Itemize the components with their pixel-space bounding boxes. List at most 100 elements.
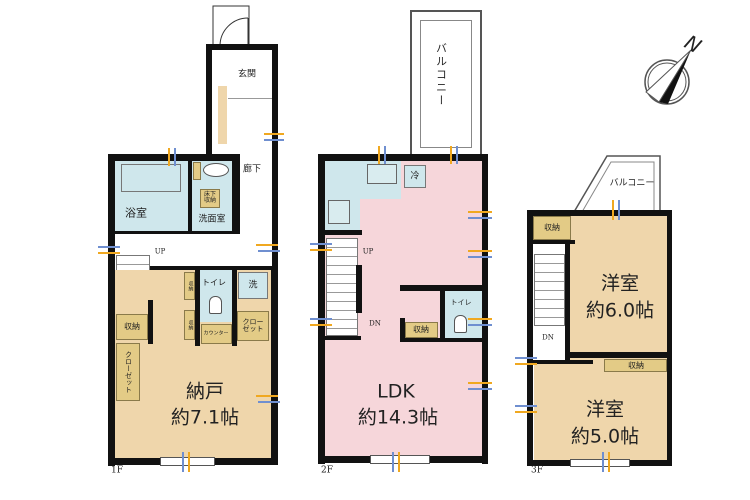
wall <box>400 338 482 342</box>
storage-area <box>184 272 195 300</box>
plan-element <box>420 20 472 148</box>
stairs <box>326 238 358 336</box>
light-arrow-icon <box>608 452 610 472</box>
storage-area <box>116 343 140 401</box>
wet-area-fixture <box>238 272 268 299</box>
wall <box>667 210 672 466</box>
wall <box>195 270 200 346</box>
wall <box>565 352 672 358</box>
light-arrow-icon <box>168 148 170 166</box>
wall <box>108 154 115 466</box>
light-arrow-icon <box>264 133 284 135</box>
label-storage-left: 収納 <box>124 322 140 331</box>
light-arrow-icon <box>612 200 614 220</box>
label-storage-3f-mid: 収納 <box>628 361 644 370</box>
plan-element <box>218 86 227 144</box>
light-arrow-icon <box>188 452 190 472</box>
label-toilet-1f: トイレ <box>202 278 226 287</box>
label-fridge: 冷 <box>410 171 420 182</box>
light-arrow-icon <box>256 244 278 246</box>
light-arrow-icon <box>468 318 492 320</box>
wall <box>325 230 362 235</box>
wall <box>482 154 488 464</box>
wall <box>527 210 672 216</box>
air-arrow-icon <box>98 246 120 248</box>
storage-area <box>237 311 269 341</box>
label-balcony-2f: バルコニー <box>434 42 448 108</box>
air-arrow-icon <box>392 452 394 472</box>
air-arrow-icon <box>468 324 492 326</box>
plan-element <box>645 49 692 103</box>
plan-element <box>644 59 690 105</box>
wet-area-fixture <box>404 165 426 188</box>
label-up-2f: UP <box>362 247 374 256</box>
light-arrow-icon <box>468 382 492 384</box>
wall <box>527 210 533 466</box>
wall <box>440 291 445 339</box>
label-storage-small-1: 収納 <box>187 281 194 291</box>
wall <box>318 154 325 464</box>
air-arrow-icon <box>618 200 620 220</box>
label-storage-2f: 収納 <box>413 325 429 334</box>
stove-icon <box>328 200 350 224</box>
wall <box>148 300 153 344</box>
label-washer: 洗 <box>248 280 258 291</box>
label-room-3f-2-size: 約5.0帖 <box>570 425 640 448</box>
wall <box>400 318 405 340</box>
label-room-3f-1: 洋室 <box>600 272 640 295</box>
air-arrow-icon <box>468 256 492 258</box>
stairs <box>534 254 565 326</box>
storage-area <box>200 189 220 208</box>
storage-area <box>201 324 232 344</box>
label-up: UP <box>154 247 166 256</box>
air-arrow-icon <box>182 452 184 472</box>
label-ldk: LDK <box>377 380 415 403</box>
plan-element <box>533 344 565 362</box>
label-dn-2f: DN <box>369 319 381 328</box>
air-arrow-icon <box>384 146 386 164</box>
window-2f-south <box>370 455 430 464</box>
label-room-3f-1-size: 約6.0帖 <box>585 299 655 322</box>
window-3f-south <box>570 459 630 467</box>
wall <box>115 231 235 234</box>
entrance-door-icon <box>212 5 250 47</box>
wall <box>271 266 278 465</box>
plan-element <box>115 270 271 458</box>
label-balcony-3f: バルコニー <box>609 178 655 189</box>
air-arrow-icon <box>468 217 492 219</box>
label-corridor: 廊下 <box>242 164 262 175</box>
floor-label-3f: 3F <box>531 465 543 476</box>
air-arrow-icon <box>468 388 492 390</box>
wet-area-fixture <box>121 164 181 192</box>
air-arrow-icon <box>602 452 604 472</box>
label-dn-3f: DN <box>542 333 554 342</box>
label-bath: 浴室 <box>125 206 147 220</box>
light-arrow-icon <box>468 250 492 252</box>
air-arrow-icon <box>310 243 332 245</box>
wall <box>206 44 278 50</box>
air-arrow-icon <box>258 250 280 252</box>
storage-area <box>405 322 438 338</box>
wall <box>232 270 237 346</box>
north-arrow-icon <box>644 49 692 105</box>
label-closet-left: クローゼット <box>124 351 133 393</box>
label-nando-size: 約7.1帖 <box>170 406 240 429</box>
air-arrow-icon <box>456 146 458 164</box>
wall <box>325 336 361 340</box>
storage-area <box>533 216 571 240</box>
label-underfloor-storage: 床下収納 <box>203 191 216 204</box>
window-1f-south <box>160 457 215 466</box>
label-entrance: 玄関 <box>237 69 257 80</box>
wall <box>533 360 593 364</box>
floor-label-2f: 2F <box>321 465 333 476</box>
air-arrow-icon <box>515 357 537 359</box>
wall <box>272 44 278 266</box>
label-toilet-2f: トイレ <box>450 298 472 307</box>
label-nando: 納戸 <box>185 380 225 403</box>
light-arrow-icon <box>256 395 278 397</box>
wall <box>232 154 240 234</box>
wall <box>533 240 575 244</box>
light-arrow-icon <box>398 452 400 472</box>
plan-element <box>212 5 250 47</box>
